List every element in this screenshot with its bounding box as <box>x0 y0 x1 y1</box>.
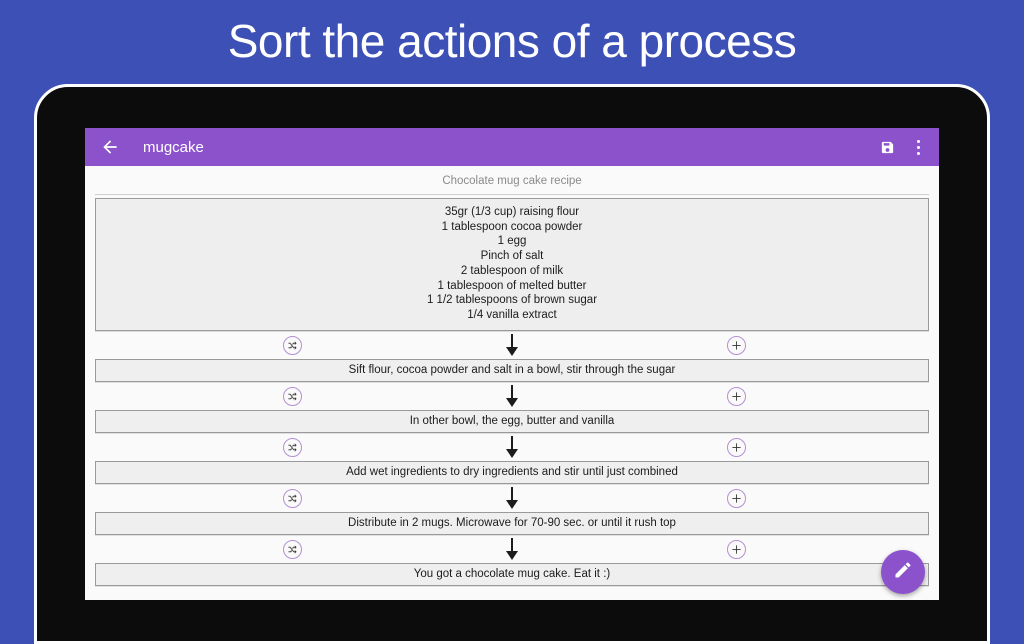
save-icon[interactable] <box>875 135 899 159</box>
ingredient-line: Pinch of salt <box>480 250 544 263</box>
shuffle-icon[interactable] <box>283 386 302 406</box>
ingredients-box[interactable]: 35gr (1/3 cup) raising flour 1 tablespoo… <box>95 198 929 331</box>
step-connector <box>85 484 939 512</box>
step-row[interactable]: Sift flour, cocoa powder and salt in a b… <box>95 358 929 382</box>
title-divider <box>95 194 929 195</box>
promo-title: Sort the actions of a process <box>0 0 1024 82</box>
step-text: Distribute in 2 mugs. Microwave for 70-9… <box>348 517 676 530</box>
ingredient-line: 1/4 vanilla extract <box>467 308 557 321</box>
overflow-menu-icon[interactable] <box>909 135 927 159</box>
recipe-content: Chocolate mug cake recipe 35gr (1/3 cup)… <box>85 166 939 600</box>
down-arrow-icon <box>504 537 520 566</box>
ingredient-line: 1 tablespoon cocoa powder <box>441 220 583 233</box>
down-arrow-icon <box>504 435 520 464</box>
document-title: Chocolate mug cake recipe <box>442 175 582 187</box>
ingredient-line: 1 1/2 tablespoons of brown sugar <box>426 294 598 307</box>
step-text: Sift flour, cocoa powder and salt in a b… <box>348 364 676 377</box>
step-connector <box>85 331 939 359</box>
add-circle-icon[interactable] <box>727 437 746 457</box>
ingredient-line: 35gr (1/3 cup) raising flour <box>444 206 580 218</box>
step-text: In other bowl, the egg, butter and vanil… <box>409 415 615 428</box>
app-screen: mugcake Chocolate mug cake recipe 35gr (… <box>85 128 939 600</box>
step-connector <box>85 535 939 563</box>
shuffle-icon[interactable] <box>283 488 302 508</box>
step-text: Add wet ingredients to dry ingredients a… <box>346 466 678 479</box>
step-text: You got a chocolate mug cake. Eat it :) <box>413 568 611 581</box>
shuffle-icon[interactable] <box>283 335 302 355</box>
add-circle-icon[interactable] <box>727 335 746 355</box>
step-row[interactable]: Distribute in 2 mugs. Microwave for 70-9… <box>95 511 929 535</box>
step-row[interactable]: You got a chocolate mug cake. Eat it :) <box>95 562 929 586</box>
down-arrow-icon <box>504 384 520 413</box>
promo-title-text: Sort the actions of a process <box>227 15 797 67</box>
back-arrow-icon[interactable] <box>99 136 121 158</box>
ingredient-line: 1 tablespoon of melted butter <box>437 279 587 292</box>
step-connector <box>85 433 939 461</box>
shuffle-icon[interactable] <box>283 539 302 559</box>
add-circle-icon[interactable] <box>727 488 746 508</box>
app-bar-title: mugcake <box>143 138 204 156</box>
down-arrow-icon <box>504 486 520 515</box>
step-connector <box>85 382 939 410</box>
ingredient-line: 1 egg <box>497 235 527 248</box>
app-bar: mugcake <box>85 128 939 166</box>
ingredient-line: 2 tablespoon of milk <box>460 264 564 277</box>
step-row[interactable]: Add wet ingredients to dry ingredients a… <box>95 460 929 484</box>
edit-fab-button[interactable] <box>881 550 925 594</box>
down-arrow-icon <box>504 333 520 362</box>
shuffle-icon[interactable] <box>283 437 302 457</box>
add-circle-icon[interactable] <box>727 539 746 559</box>
edit-pencil-icon <box>893 560 913 585</box>
step-row[interactable]: In other bowl, the egg, butter and vanil… <box>95 409 929 433</box>
overflow-dots <box>916 139 920 155</box>
add-circle-icon[interactable] <box>727 386 746 406</box>
